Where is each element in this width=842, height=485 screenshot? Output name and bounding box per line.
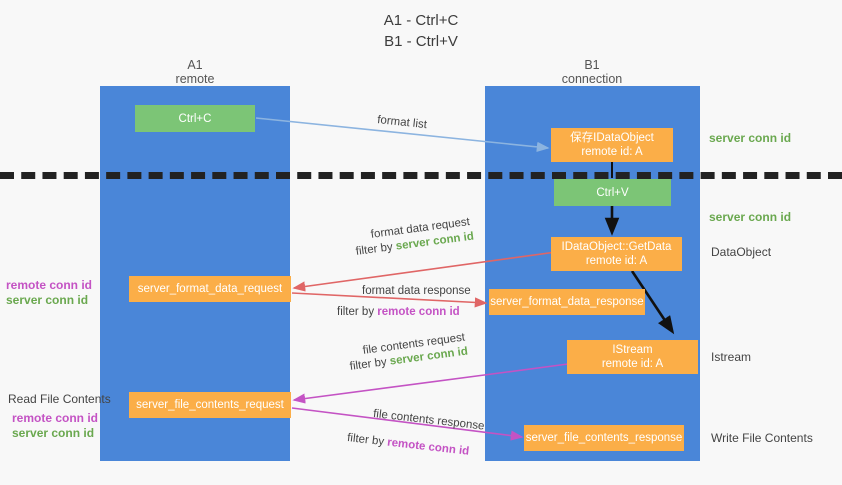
box-ctrl-c[interactable]: Ctrl+C: [135, 105, 255, 132]
annotation-format-data-response: format data response: [362, 285, 471, 297]
box-server-format-data-request[interactable]: server_format_data_request: [129, 276, 291, 302]
label-conn-ids-mid: remote conn id server conn id: [6, 278, 92, 308]
lane-b1-name: B1: [584, 58, 600, 72]
label-istream: Istream: [711, 350, 752, 364]
box-getdata-sublabel: remote id: A: [585, 255, 648, 267]
diagram-title: A1 - Ctrl+C B1 - Ctrl+V: [281, 10, 561, 52]
box-server-format-data-response-label: server_format_data_response: [490, 296, 644, 308]
lane-header-a1: A1 remote: [115, 58, 275, 86]
box-server-file-contents-response-label: server_file_contents_response: [525, 432, 683, 444]
label-server-conn-id-mid: server conn id: [709, 210, 792, 224]
lane-b1-sub: connection: [561, 72, 623, 86]
title-line-2: B1 - Ctrl+V: [384, 33, 458, 50]
box-istream-sublabel: remote id: A: [601, 358, 664, 370]
label-write-file-contents: Write File Contents: [711, 431, 813, 445]
label-server-conn-id-left-mid: server conn id: [6, 293, 89, 307]
filter-prefix: filter by: [346, 431, 388, 449]
box-istream-label: IStream: [612, 344, 653, 356]
box-getdata-label: IDataObject::GetData: [561, 241, 672, 253]
label-server-conn-id-top: server conn id: [709, 131, 792, 145]
label-server-conn-id-low: server conn id: [12, 426, 95, 440]
box-ctrl-v[interactable]: Ctrl+V: [554, 179, 671, 206]
lane-header-b1: B1 connection: [512, 58, 672, 86]
filter-prefix: filter by: [349, 355, 391, 373]
box-server-format-data-response[interactable]: server_format_data_response: [489, 289, 645, 315]
box-server-file-contents-request-label: server_file_contents_request: [136, 399, 284, 411]
box-server-file-contents-response[interactable]: server_file_contents_response: [524, 425, 684, 451]
box-idataobject-sublabel: remote id: A: [581, 146, 643, 158]
label-dataobject: DataObject: [711, 245, 772, 259]
box-istream[interactable]: IStream remote id: A: [567, 340, 698, 374]
filter-prefix: filter by: [355, 240, 397, 258]
box-getdata[interactable]: IDataObject::GetData remote id: A: [551, 237, 682, 271]
lane-a1-sub: remote: [175, 72, 215, 86]
label-remote-conn-id-low: remote conn id: [12, 411, 99, 425]
phase-divider: [0, 172, 842, 179]
box-ctrl-c-label: Ctrl+C: [178, 112, 212, 125]
box-ctrl-v-label: Ctrl+V: [596, 186, 629, 199]
label-read-file-contents: Read File Contents: [8, 392, 111, 406]
filter-value-remote-conn-id: remote conn id: [377, 306, 460, 318]
box-idataobject-label: 保存IDataObject: [570, 132, 654, 144]
annotation-file-contents-response: file contents response: [372, 407, 486, 433]
box-server-file-contents-request[interactable]: server_file_contents_request: [129, 392, 291, 418]
annotation-format-list: format list: [376, 113, 428, 132]
filter-value-remote-conn-id: remote conn id: [386, 436, 470, 458]
box-server-format-data-request-label: server_format_data_request: [137, 283, 283, 295]
lane-a1-name: A1: [187, 58, 203, 72]
filter-prefix: filter by: [337, 306, 378, 318]
label-conn-ids-low: remote conn id server conn id: [12, 411, 98, 441]
title-line-1: A1 - Ctrl+C: [383, 12, 459, 29]
annotation-file-contents-response-filter: filter by remote conn id: [346, 431, 470, 460]
box-idataobject[interactable]: 保存IDataObject remote id: A: [551, 128, 673, 162]
annotation-format-data-response-filter: filter by remote conn id: [337, 305, 460, 320]
label-remote-conn-id-mid: remote conn id: [6, 278, 93, 292]
